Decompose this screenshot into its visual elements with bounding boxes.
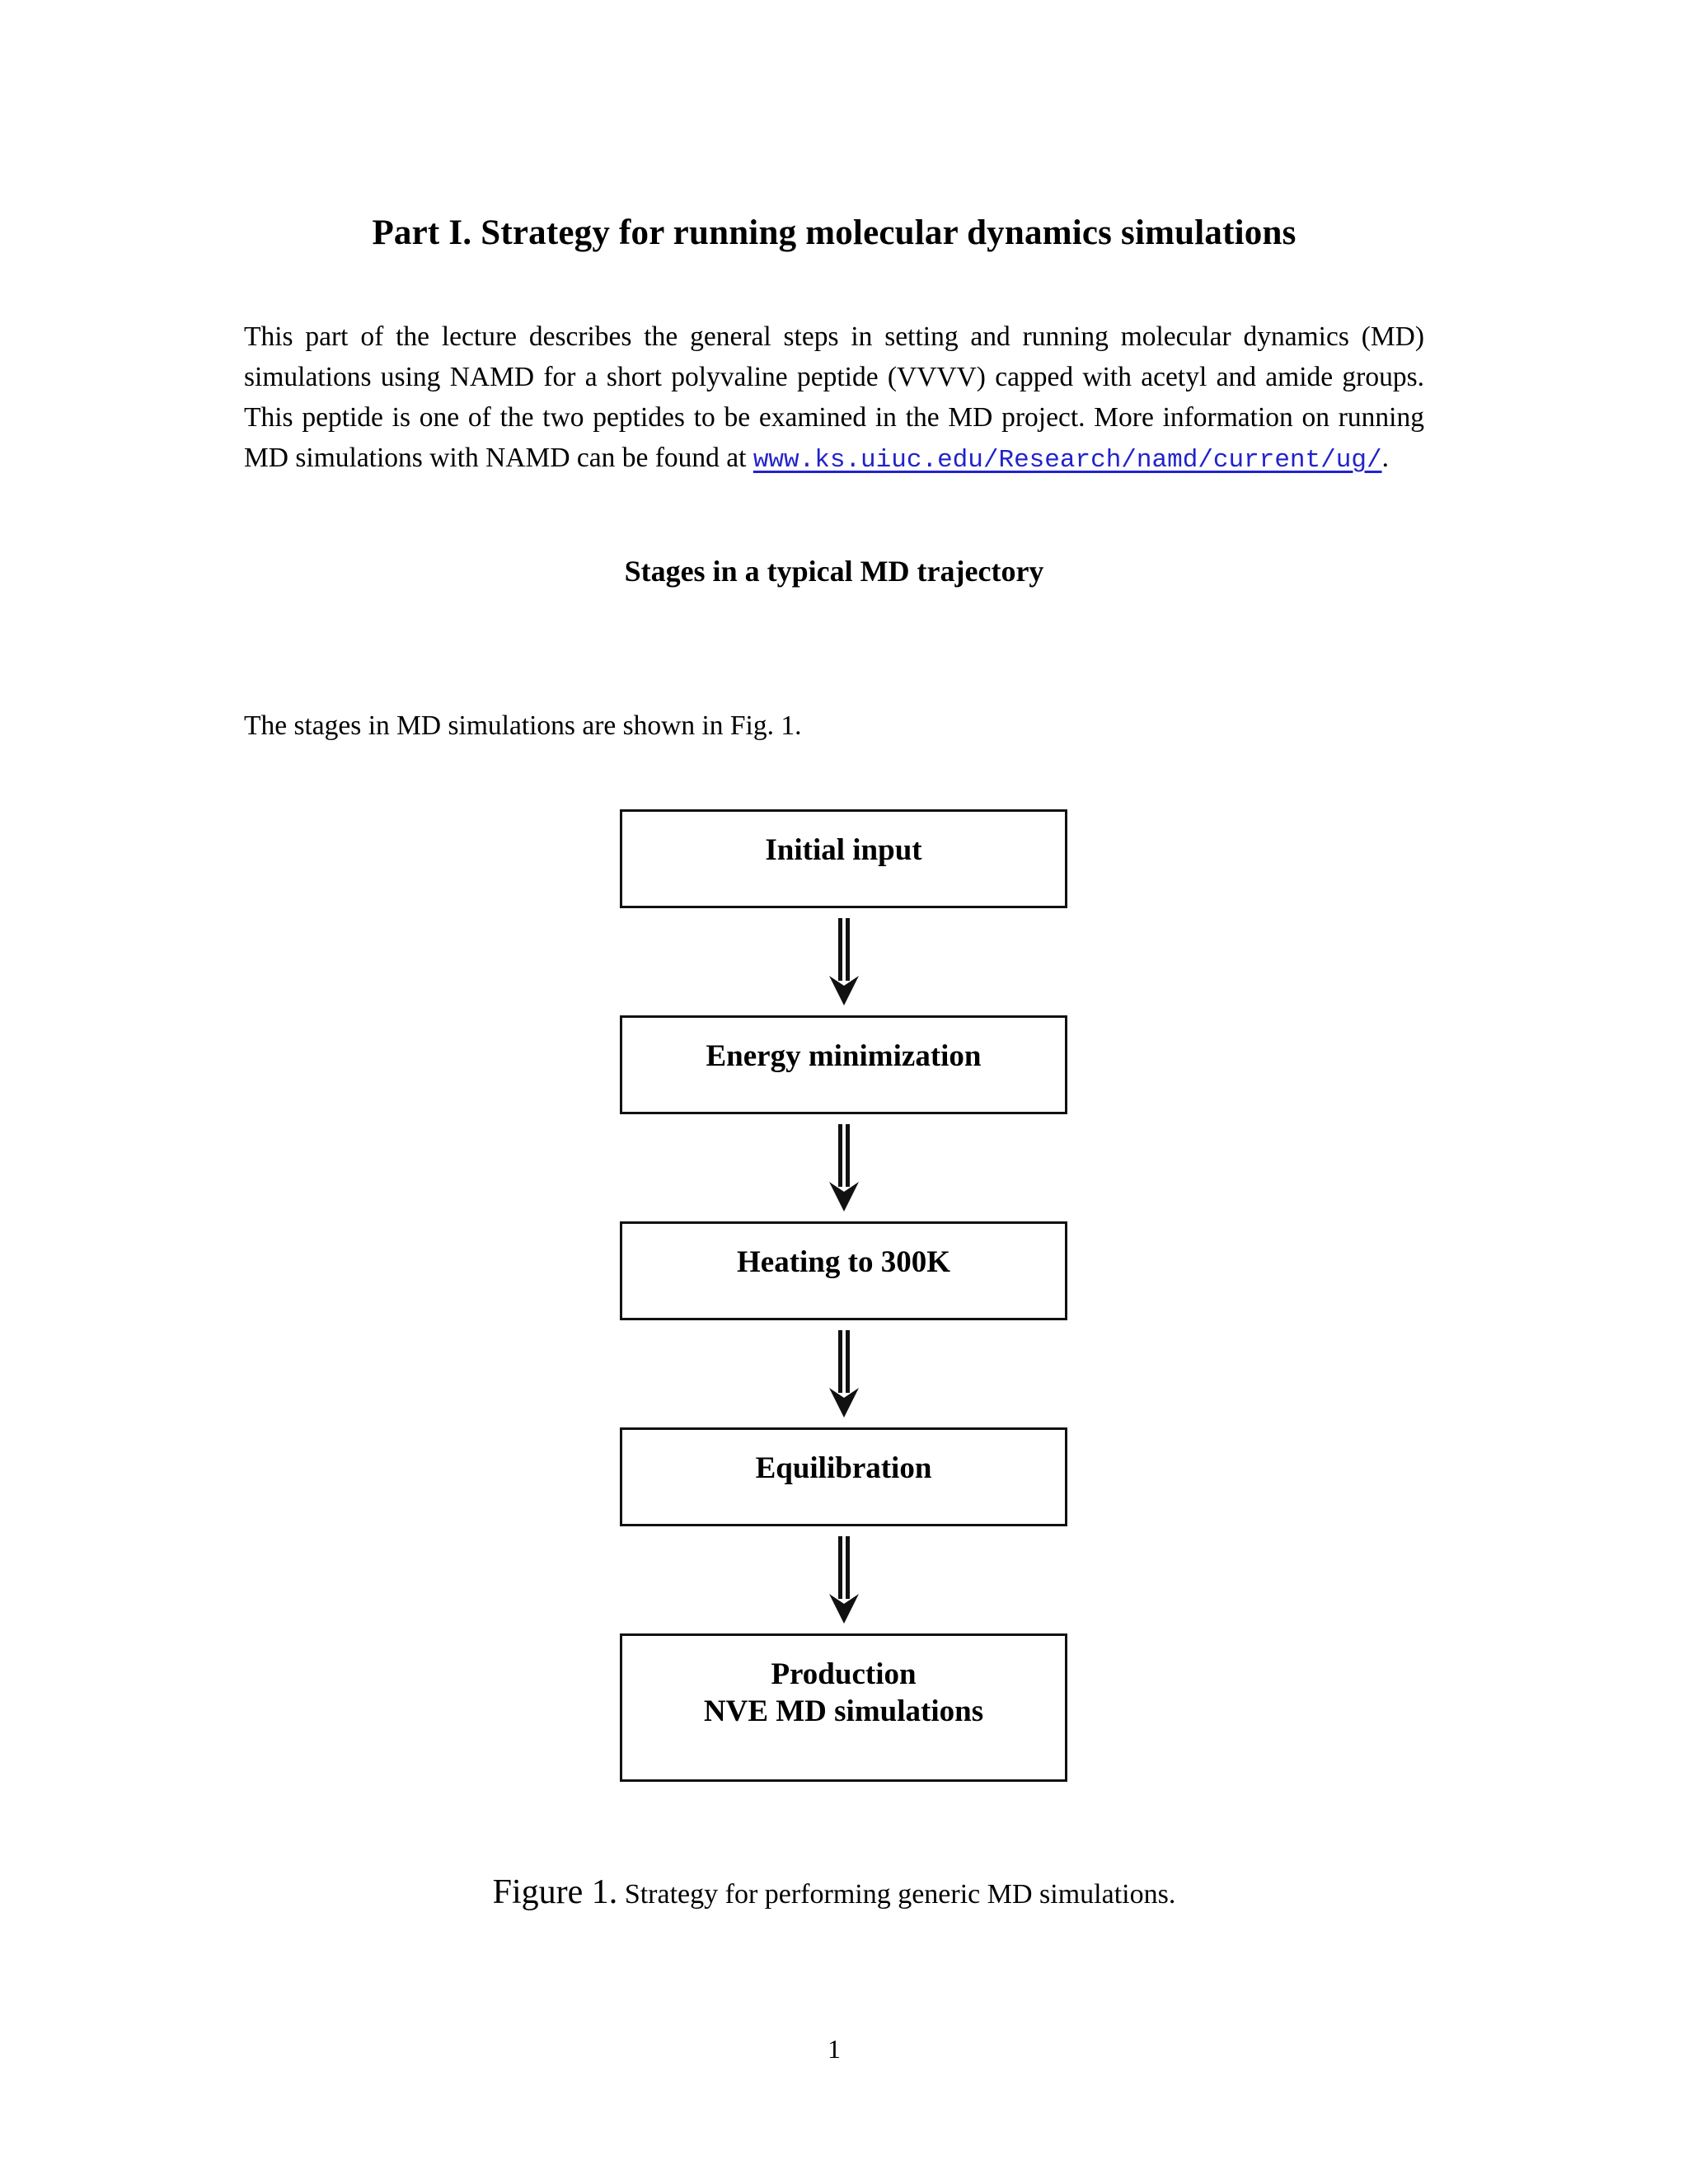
md-strategy-flowchart: Initial input Energy minimization Heatin…	[0, 791, 1688, 1821]
flow-step-energy-minimization: Energy minimization	[620, 1015, 1067, 1114]
flow-connector-4	[620, 1535, 1067, 1625]
flow-step-label: Equilibration	[755, 1451, 932, 1485]
flow-step-equilibration: Equilibration	[620, 1427, 1067, 1526]
page-title: Part I. Strategy for running molecular d…	[372, 213, 1296, 252]
flow-step-initial-input: Initial input	[620, 809, 1067, 908]
flow-step-label-line2: NVE MD simulations	[703, 1694, 984, 1729]
figure-intro-text: The stages in MD simulations are shown i…	[244, 710, 802, 741]
flow-step-production: Production NVE MD simulations	[620, 1633, 1067, 1782]
flow-step-heating: Heating to 300K	[620, 1221, 1067, 1320]
intro-paragraph-period: .	[1381, 443, 1389, 473]
flow-connector-2	[620, 1122, 1067, 1213]
figure-caption-text: Strategy for performing generic MD simul…	[617, 1879, 1176, 1910]
double-line-down-arrow-icon	[828, 1124, 859, 1212]
intro-paragraph: This part of the lecture describes the g…	[244, 316, 1424, 480]
double-line-down-arrow-icon	[828, 1536, 859, 1624]
namd-user-guide-link[interactable]: www.ks.uiuc.edu/Research/namd/current/ug…	[753, 446, 1382, 475]
figure-caption-label: Figure 1.	[492, 1873, 618, 1911]
intro-paragraph-text: This part of the lecture describes the g…	[244, 321, 1424, 473]
flow-connector-1	[620, 916, 1067, 1007]
double-line-down-arrow-icon	[828, 1330, 859, 1418]
flow-step-label: Energy minimization	[706, 1039, 982, 1073]
figure-caption: Figure 1. Strategy for performing generi…	[244, 1871, 1424, 1915]
flow-step-label: Heating to 300K	[737, 1245, 950, 1279]
page-number: 1	[828, 2034, 841, 2064]
flow-step-label: Production	[771, 1657, 917, 1691]
flow-step-label: Initial input	[765, 833, 922, 867]
section-subheading: Stages in a typical MD trajectory	[624, 554, 1044, 588]
flow-connector-3	[620, 1329, 1067, 1419]
double-line-down-arrow-icon	[828, 918, 859, 1005]
